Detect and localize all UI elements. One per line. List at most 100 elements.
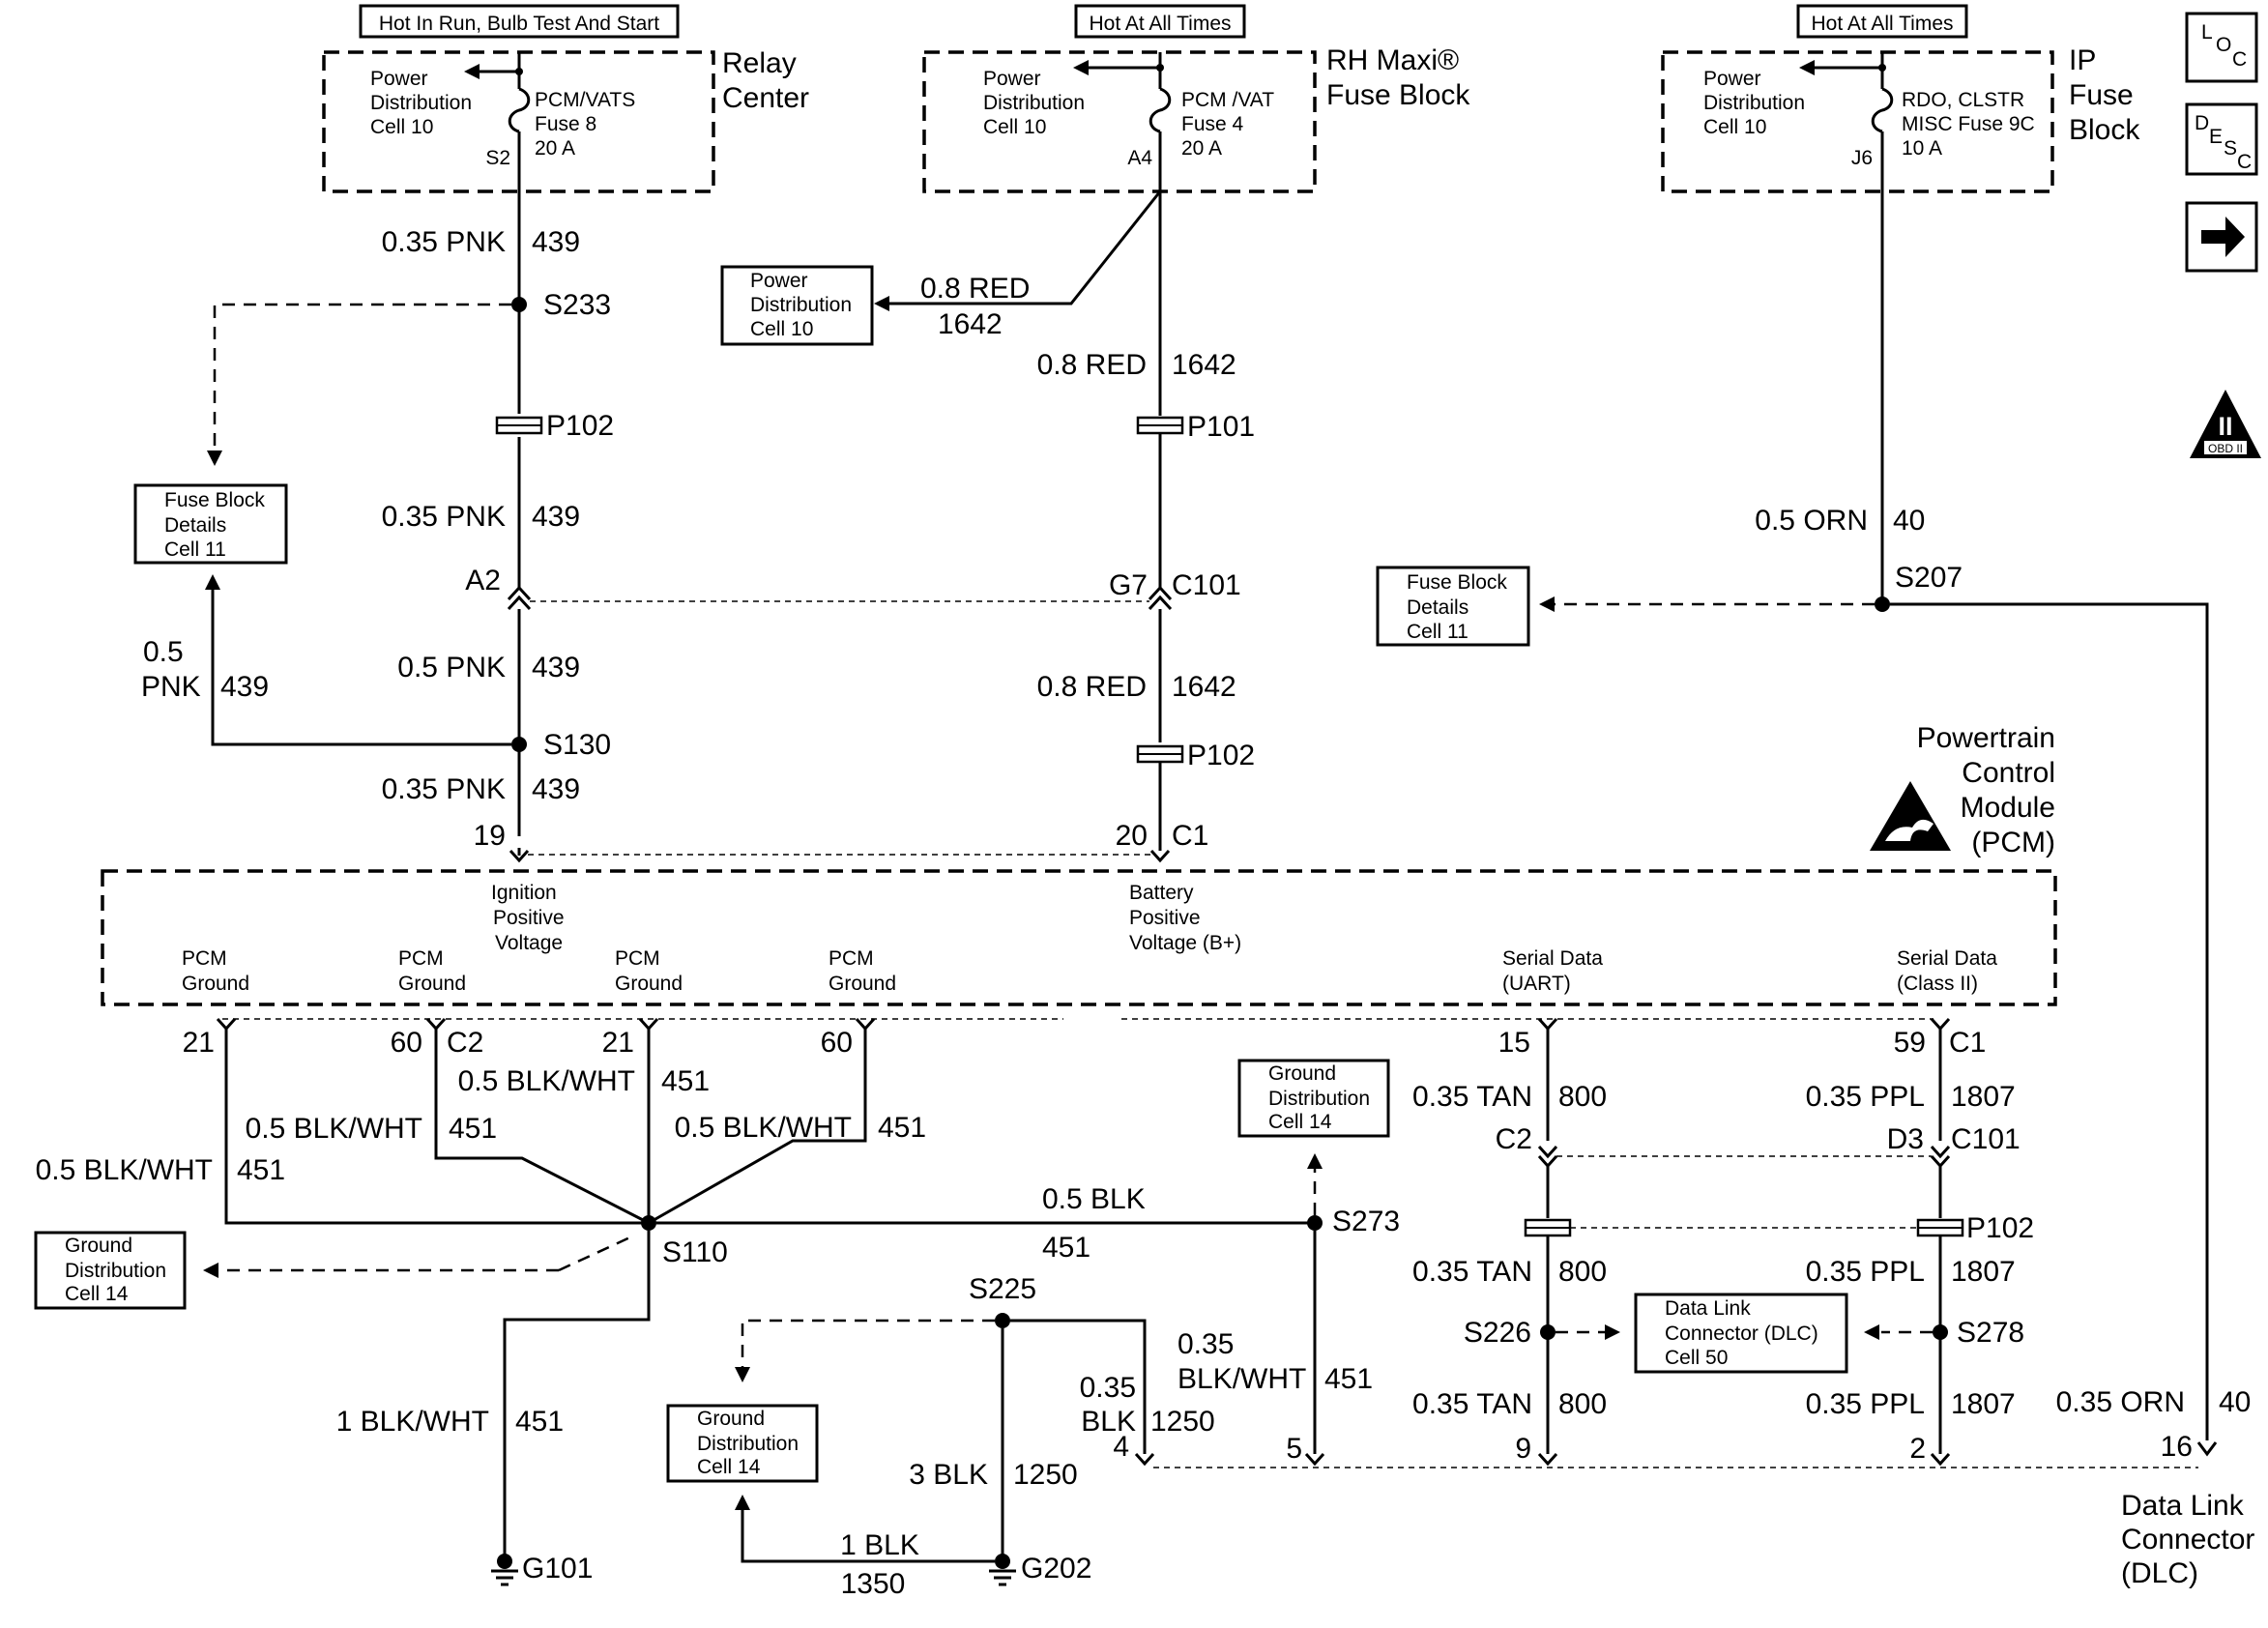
svg-text:O: O — [2216, 34, 2231, 56]
fuse-details-right-box[interactable]: Fuse Block Details Cell 11 — [1376, 566, 1530, 647]
ground-network: S110 0.5 BLK/WHT 451 0.5 BLK/WHT 451 0.5… — [36, 1029, 1400, 1600]
relay-title-line1: Relay — [722, 47, 797, 79]
pcm-bottom-pins: 21 60 C2 21 60 15 59 C1 — [183, 1017, 1986, 1059]
relay-cell-line1: Power — [370, 68, 428, 90]
ip-fuse-rating: 10 A — [1902, 137, 1942, 160]
p102-connector-d — [1916, 1218, 1964, 1237]
p102-connector-c — [1524, 1218, 1572, 1237]
relay-fuse-rating: 20 A — [535, 137, 575, 160]
dlc-connector: Data Link Connector (DLC) — [1153, 1467, 2254, 1589]
wire-g202-circuit: 1250 — [1013, 1459, 1078, 1491]
svg-text:Distribution: Distribution — [750, 294, 852, 316]
relay-cell-line2: Distribution — [370, 92, 472, 114]
esd-warning-icon — [1870, 781, 1951, 851]
pcm-pin-19: 19 — [474, 820, 506, 852]
svg-text:Cell 14: Cell 14 — [1268, 1111, 1332, 1133]
wire-red-mid-circuit: 1642 — [1172, 671, 1236, 703]
wire-tan-2-circuit: 800 — [1558, 1256, 1607, 1288]
wire-dlc5-line2: BLK/WHT — [1178, 1363, 1306, 1395]
svg-text:Distribution: Distribution — [697, 1433, 799, 1455]
gd-bottom-box[interactable]: Ground Distribution Cell 14 — [666, 1404, 819, 1483]
s130-branch-wire — [211, 586, 511, 746]
wire-tan-1-label: 0.35 TAN — [1412, 1081, 1532, 1113]
wire-blk-1350-label: 1 BLK — [840, 1529, 919, 1561]
splice-s207 — [1875, 596, 1890, 612]
fuse-details-left-box[interactable]: Fuse Block Details Cell 11 — [133, 483, 288, 565]
relay-fuse-icon — [508, 87, 531, 133]
p101-connector — [1136, 416, 1184, 435]
ip-fuse-name: RDO, CLSTR — [1902, 89, 2024, 111]
desc-icon[interactable]: D E S C — [2185, 102, 2258, 176]
dlc-pin-16: 16 — [2161, 1431, 2193, 1463]
svg-text:Cell 10: Cell 10 — [750, 318, 813, 340]
svg-text:Ground: Ground — [615, 973, 683, 995]
ip-fuse-box — [1661, 50, 2054, 193]
class2-circuit: 0.35 PPL 1807 D3 C101 P102 0.35 PPL 1807… — [1806, 1029, 2034, 1467]
svg-text:Cell 11: Cell 11 — [164, 538, 226, 561]
svg-text:Fuse Block: Fuse Block — [1407, 571, 1507, 594]
wire-blk-s273-circuit: 451 — [1042, 1232, 1090, 1264]
wire-dlc4-line1: 0.35 — [1080, 1372, 1136, 1404]
rh-fuse-name: PCM /VAT — [1181, 89, 1274, 111]
dlc-title-line1: Data Link — [2121, 1490, 2245, 1522]
splice-s110-label: S110 — [662, 1236, 728, 1268]
wire-pnk-top-label: 0.35 PNK — [382, 226, 506, 258]
a2-label: A2 — [465, 565, 501, 596]
splice-s130 — [511, 737, 527, 752]
gd-left-box[interactable]: Ground Distribution Cell 14 — [34, 1231, 187, 1310]
svg-text:C1: C1 — [1949, 1027, 1986, 1059]
wire-orn-dlc-label: 0.35 ORN — [2056, 1386, 2185, 1418]
wire-g202-label: 3 BLK — [909, 1459, 988, 1491]
wire-red-mid-label: 0.8 RED — [1037, 671, 1147, 703]
wire-gnd-a-label: 0.5 BLK/WHT — [36, 1154, 213, 1186]
wire-pnk-left-line2: PNK — [141, 671, 201, 703]
relay-fuse-name: PCM/VATS — [535, 89, 635, 111]
dlc-ref-box[interactable]: Data Link Connector (DLC) Cell 50 — [1634, 1293, 1848, 1374]
rh-fuse-number: Fuse 4 — [1181, 113, 1244, 135]
wire-orn-top-circuit: 40 — [1893, 505, 1925, 537]
splice-s233-label: S233 — [543, 289, 611, 321]
pcm-pin-20: 20 — [1116, 820, 1148, 852]
wire-tan-3-circuit: 800 — [1558, 1388, 1607, 1420]
svg-text:Ground: Ground — [182, 973, 249, 995]
svg-text:Serial Data: Serial Data — [1502, 947, 1603, 970]
splice-s278-label: S278 — [1957, 1317, 2024, 1349]
svg-text:Positive: Positive — [493, 907, 565, 929]
svg-text:Voltage (B+): Voltage (B+) — [1129, 932, 1241, 954]
svg-text:PCM: PCM — [829, 947, 874, 970]
wire-tan-3-label: 0.35 TAN — [1412, 1388, 1532, 1420]
dlc-title-line2: Connector — [2121, 1524, 2254, 1555]
wire-red-top-circuit: 1642 — [1172, 349, 1236, 381]
gnd-wire-60a — [434, 1029, 650, 1225]
rh-cell-line2: Distribution — [983, 92, 1085, 114]
svg-text:II: II — [2218, 412, 2232, 441]
wire-pnk-05-label: 0.5 PNK — [397, 652, 506, 683]
loc-icon[interactable]: L O C — [2185, 12, 2258, 83]
p102-a-label: P102 — [546, 410, 614, 442]
svg-text:Distribution: Distribution — [1268, 1088, 1370, 1110]
svg-text:Cell 14: Cell 14 — [697, 1456, 761, 1478]
svg-text:Distribution: Distribution — [65, 1260, 166, 1282]
splice-s130-label: S130 — [543, 729, 611, 761]
svg-text:Ignition: Ignition — [491, 882, 557, 904]
wire-tan-1-circuit: 800 — [1558, 1081, 1607, 1113]
wire-gnd-b-label: 0.5 BLK/WHT — [246, 1113, 422, 1145]
pcm-title-line1: Powertrain — [1917, 722, 2055, 754]
g7-label: G7 — [1109, 569, 1148, 601]
wire-gnd-c-circuit: 451 — [661, 1065, 710, 1097]
ip-title-line2: Fuse — [2069, 79, 2134, 111]
arrow-right-icon[interactable] — [2185, 201, 2258, 273]
rh-cell-line1: Power — [983, 68, 1041, 90]
svg-text:Connector (DLC): Connector (DLC) — [1665, 1323, 1818, 1345]
dlc4-wire — [1010, 1319, 1147, 1454]
svg-text:(Class II): (Class II) — [1897, 973, 1978, 995]
gd-top-box[interactable]: Ground Distribution Cell 14 — [1237, 1059, 1390, 1138]
c101-b-label: C101 — [1951, 1123, 2021, 1155]
wire-red-branch-label: 0.8 RED — [920, 273, 1030, 305]
svg-text:C2: C2 — [447, 1027, 483, 1059]
ip-cell-line3: Cell 10 — [1703, 116, 1766, 138]
splice-s207-label: S207 — [1895, 562, 1963, 594]
ip-hot-header-box — [1796, 4, 1968, 39]
pd-cell10-ref-box[interactable]: Power Distribution Cell 10 — [720, 265, 874, 346]
wire-ppl-1-label: 0.35 PPL — [1806, 1081, 1925, 1113]
